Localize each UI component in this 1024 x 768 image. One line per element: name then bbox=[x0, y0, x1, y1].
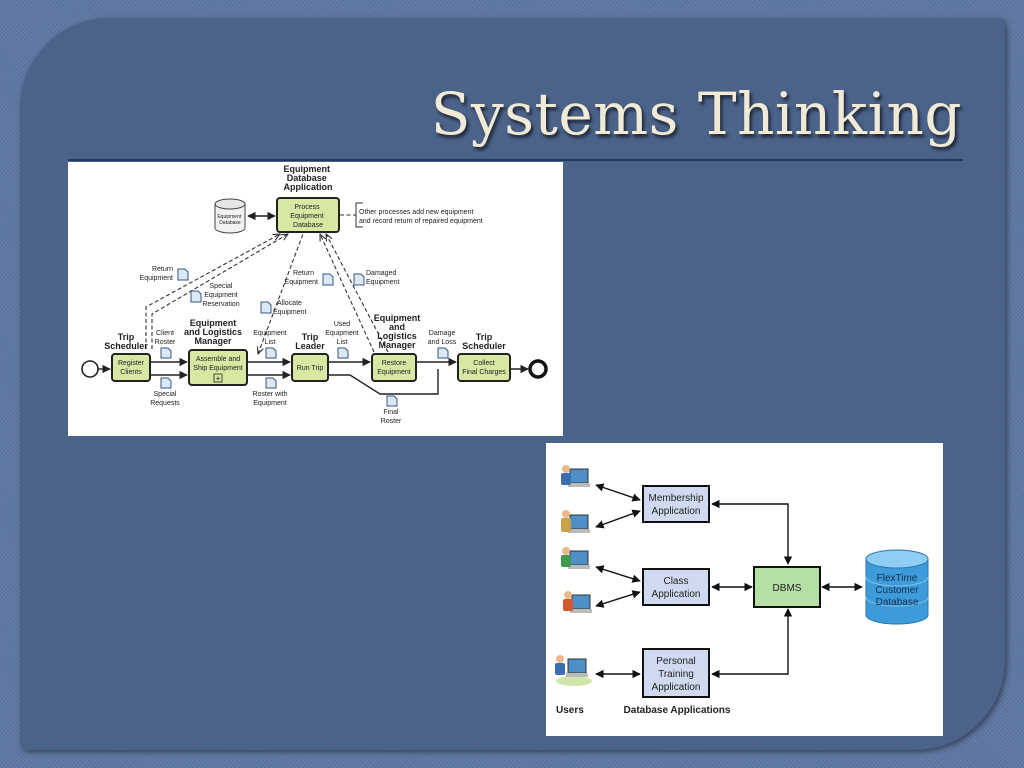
user-link-arrow bbox=[595, 590, 641, 608]
users-caption: Users bbox=[556, 705, 584, 716]
slide-title: Systems Thinking bbox=[430, 80, 962, 148]
user-computer-icon bbox=[561, 510, 590, 533]
subprocess-marker: + bbox=[216, 374, 221, 383]
end-event bbox=[528, 359, 548, 379]
database-applications-caption: Database Applications bbox=[624, 705, 731, 716]
note-bracket bbox=[355, 202, 363, 228]
title-divider bbox=[68, 159, 963, 161]
process-diagram-svg: Equipment Database Application Equipment… bbox=[81, 164, 548, 425]
membership-dbms-arrow bbox=[711, 499, 793, 565]
flow-damaged-equipment bbox=[326, 234, 389, 353]
svg-text:Process Equipment: Process Equipment Database bbox=[290, 204, 325, 229]
flow-final-roster bbox=[329, 369, 439, 395]
flow-special-reservation bbox=[151, 234, 288, 349]
svg-text:Run Trip: Run Trip bbox=[297, 365, 324, 372]
flow-return-equipment-1 bbox=[145, 234, 280, 349]
user-computer-icon bbox=[555, 655, 592, 686]
user-link-arrow bbox=[595, 483, 641, 502]
annotation-note: Other processes add new equipment and re… bbox=[359, 209, 483, 225]
user-link-arrow bbox=[595, 509, 641, 529]
user-computer-icon bbox=[561, 465, 590, 487]
start-event bbox=[81, 360, 99, 378]
activity-run-trip: Run Trip bbox=[291, 353, 329, 382]
user-link-arrow bbox=[595, 565, 641, 583]
user-computer-icon bbox=[561, 547, 590, 569]
equipment-app-title: Equipment Database Application bbox=[283, 164, 332, 192]
svg-text:DBMS: DBMS bbox=[773, 583, 802, 594]
svg-text:Equipment Database: Equipment Database bbox=[217, 214, 242, 226]
flow-return-equipment-2 bbox=[320, 234, 375, 353]
process-equipment-database-box: Process Equipment Database bbox=[276, 197, 340, 233]
equipment-database-cylinder: Equipment Database bbox=[214, 198, 246, 234]
training-dbms-arrow bbox=[711, 608, 793, 679]
user-computer-icon bbox=[563, 591, 592, 613]
flow-allocate-equipment bbox=[258, 233, 304, 354]
dbms-box: DBMS bbox=[753, 566, 821, 608]
process-diagram-figure: Equipment Database Application Equipment… bbox=[68, 162, 563, 436]
